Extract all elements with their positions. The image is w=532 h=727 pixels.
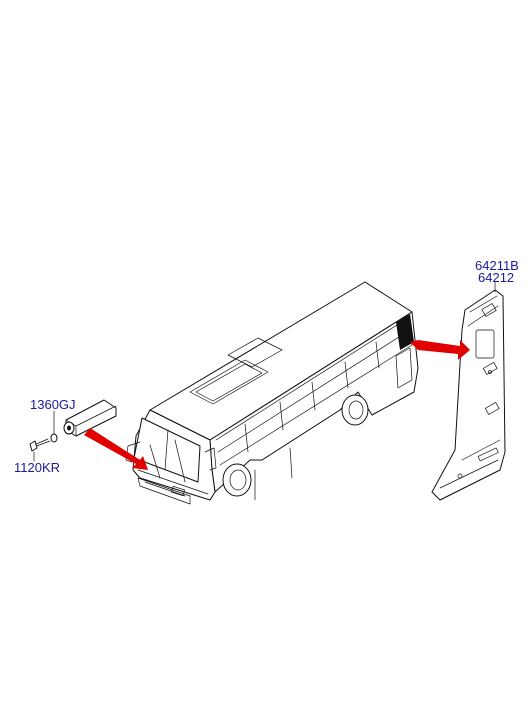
label-1120KR: 1120KR: [14, 460, 60, 475]
bus-illustration: [125, 281, 419, 505]
leader-lines: [33, 280, 496, 462]
label-64212: 64212: [478, 270, 514, 285]
arrow-to-front: [84, 428, 148, 470]
clip-part: [63, 399, 117, 437]
label-1360GJ: 1360GJ: [30, 397, 76, 412]
screw-part: [29, 433, 58, 452]
pillar-trim-panel: [431, 289, 506, 501]
label-64211B: 64211B: [475, 258, 519, 273]
arrow-to-rear: [410, 340, 470, 360]
